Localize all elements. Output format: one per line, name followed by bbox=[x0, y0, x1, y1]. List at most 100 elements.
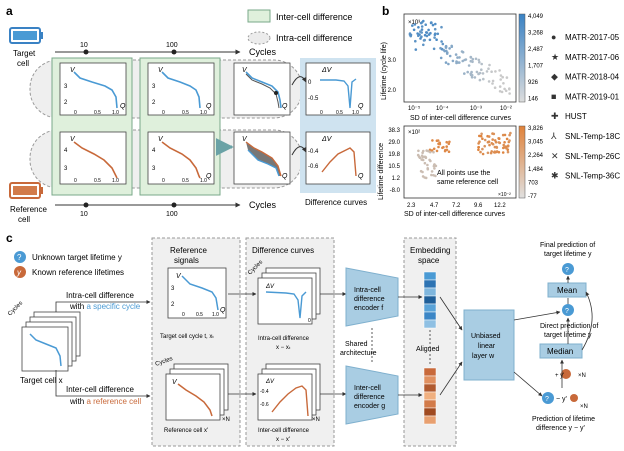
svg-text:Direct prediction of: Direct prediction of bbox=[540, 323, 598, 330]
scatter-point bbox=[477, 58, 481, 62]
scatter-point bbox=[434, 174, 437, 178]
scatter-point bbox=[482, 77, 485, 81]
scatter-point bbox=[435, 38, 438, 41]
svg-text:3: 3 bbox=[152, 166, 156, 172]
scatter-point bbox=[481, 147, 484, 151]
scatter-point bbox=[413, 23, 417, 26]
embedding-cell bbox=[423, 287, 437, 297]
scatter-point bbox=[416, 153, 420, 157]
svg-text:Q: Q bbox=[282, 173, 288, 180]
scatter-point bbox=[416, 32, 419, 35]
svg-text:Cycles: Cycles bbox=[7, 300, 24, 317]
legend-inter-label: Inter-cell difference bbox=[276, 12, 352, 22]
legend-entry-label: SNL-Temp-18C bbox=[565, 132, 620, 141]
scatter-point bbox=[411, 24, 414, 27]
svg-text:encoder f: encoder f bbox=[354, 305, 383, 312]
svg-text:difference: difference bbox=[354, 394, 385, 401]
scatter-point bbox=[433, 167, 436, 170]
svg-text:Intra-cell difference: Intra-cell difference bbox=[258, 336, 310, 342]
svg-text:V: V bbox=[242, 136, 248, 143]
scatter-point bbox=[509, 131, 512, 135]
bottom-colorbar bbox=[518, 125, 526, 199]
svg-text:0.5: 0.5 bbox=[196, 312, 203, 318]
svg-text:0: 0 bbox=[308, 80, 312, 86]
bottom-ylabel: Lifetime difference bbox=[378, 143, 385, 200]
scatter-point bbox=[423, 176, 427, 179]
svg-text:V: V bbox=[158, 136, 164, 143]
svg-text:3.0: 3.0 bbox=[388, 58, 397, 64]
scatter-point bbox=[419, 37, 422, 40]
svg-text:Inter-cell difference: Inter-cell difference bbox=[258, 428, 310, 434]
bottom-scatter-frame bbox=[403, 125, 517, 199]
scatter-point bbox=[481, 72, 485, 75]
scatter-point bbox=[485, 70, 489, 73]
legend-entry-label: MATR-2017-05 bbox=[565, 33, 620, 42]
final-unknown-icon bbox=[562, 263, 574, 275]
svg-text:layer w: layer w bbox=[472, 353, 495, 360]
scatter-point bbox=[470, 70, 473, 74]
svg-text:0: 0 bbox=[74, 110, 77, 116]
scatter-point bbox=[435, 149, 439, 153]
colorbar-top-tick: 3,268 bbox=[528, 31, 544, 37]
embedding-cell bbox=[423, 295, 437, 305]
scatter-point bbox=[456, 56, 459, 59]
svg-text:x − x': x − x' bbox=[276, 437, 290, 443]
known-key-icon bbox=[14, 266, 26, 278]
scatter-point bbox=[441, 42, 445, 46]
scatter-point bbox=[419, 30, 422, 33]
scatter-point bbox=[447, 62, 450, 66]
svg-text:1.0: 1.0 bbox=[112, 110, 119, 116]
svg-text:difference y − y': difference y − y' bbox=[536, 425, 585, 432]
svg-text:×N: ×N bbox=[312, 417, 320, 423]
colorbar-top-tick: 4,049 bbox=[528, 14, 544, 20]
legend-marker-icon: ● bbox=[551, 32, 556, 42]
dataset-legend: ●MATR-2017-05★MATR-2017-06◆MATR-2018-04■… bbox=[550, 32, 620, 181]
svg-text:Shared: Shared bbox=[345, 341, 368, 348]
svg-text:3: 3 bbox=[152, 84, 156, 90]
inter-label: Inter-cell difference bbox=[66, 385, 134, 394]
scatter-point bbox=[420, 28, 424, 31]
svg-text:10⁻⁵: 10⁻⁵ bbox=[408, 105, 421, 112]
embedding-vector-intra bbox=[423, 271, 437, 329]
reference-cell-label-2: cell bbox=[18, 215, 30, 224]
svg-text:-0.6: -0.6 bbox=[260, 402, 269, 408]
svg-text:2: 2 bbox=[171, 302, 175, 308]
intra-label: Intra-cell difference bbox=[66, 291, 134, 300]
scatter-point bbox=[503, 141, 506, 144]
svg-text:y: y bbox=[16, 268, 22, 277]
scatter-point bbox=[437, 145, 440, 149]
embedding-cell bbox=[423, 399, 437, 409]
svg-text:-0.4: -0.4 bbox=[308, 149, 319, 155]
svg-text:10⁻⁴: 10⁻⁴ bbox=[436, 105, 449, 112]
legend-intra-label: Intra-cell difference bbox=[276, 33, 352, 43]
scatter-point bbox=[454, 53, 458, 56]
lifetime-diff-unknown-icon bbox=[542, 392, 554, 404]
legend-marker-icon: ⅄ bbox=[550, 131, 557, 141]
scatter-point bbox=[440, 40, 443, 43]
scatter-point bbox=[487, 135, 491, 138]
scatter-point bbox=[430, 21, 433, 25]
scatter-point bbox=[490, 150, 494, 153]
svg-text:Reference: Reference bbox=[170, 246, 207, 255]
scatter-point bbox=[433, 33, 437, 37]
inter-with: with a reference cell bbox=[69, 397, 141, 406]
scatter-point bbox=[502, 146, 505, 150]
svg-text:4.7: 4.7 bbox=[430, 203, 439, 209]
scatter-point bbox=[479, 134, 483, 138]
scatter-point bbox=[443, 49, 447, 53]
colorbar-bottom-tick: 703 bbox=[528, 180, 539, 186]
scatter-point bbox=[432, 47, 436, 51]
scatter-point bbox=[503, 133, 507, 137]
svg-text:×10⁻²: ×10⁻² bbox=[498, 192, 511, 198]
legend-inter-swatch bbox=[247, 9, 271, 23]
target-cell-cycle-label: Target cell cycle t, xₜ bbox=[160, 334, 214, 340]
svg-text:7.2: 7.2 bbox=[452, 203, 461, 209]
scatter-point bbox=[448, 140, 451, 144]
svg-text:difference: difference bbox=[354, 296, 385, 303]
scatter-point bbox=[491, 82, 494, 85]
scatter-point bbox=[423, 161, 427, 165]
scatter-point bbox=[421, 151, 424, 154]
